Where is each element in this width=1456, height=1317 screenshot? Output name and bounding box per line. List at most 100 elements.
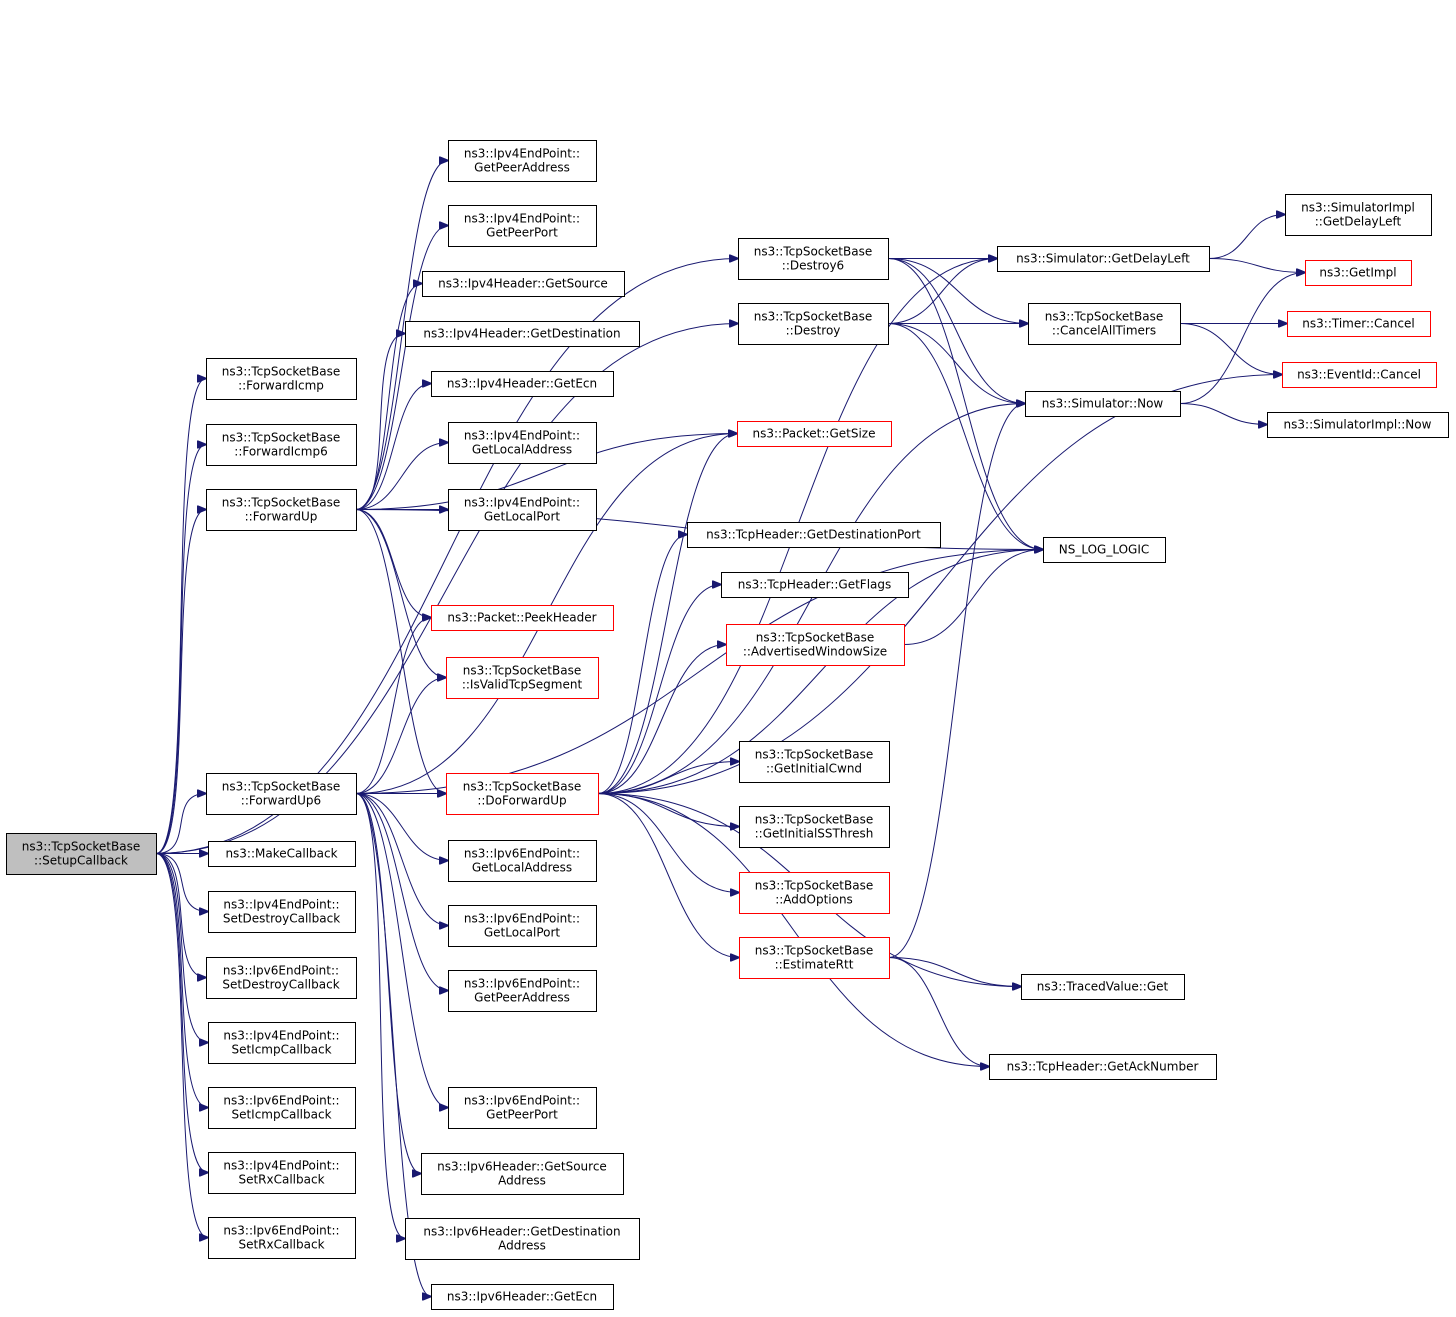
node-v6peeraddr[interactable]: ns3::Ipv6EndPoint::GetPeerAddress	[448, 970, 597, 1012]
node-box	[208, 1217, 356, 1259]
node-label: ns3::MakeCallback	[225, 847, 337, 861]
node-getack[interactable]: ns3::TcpHeader::GetAckNumber	[989, 1054, 1217, 1080]
node-label: GetPeerAddress	[474, 161, 570, 175]
node-v4peerport[interactable]: ns3::Ipv4EndPoint::GetPeerPort	[448, 205, 597, 247]
node-label: NS_LOG_LOGIC	[1059, 543, 1150, 557]
node-label: ns3::TcpSocketBase	[754, 245, 872, 259]
node-label: ns3::TcpSocketBase	[222, 431, 340, 445]
node-v4hecn[interactable]: ns3::Ipv4Header::GetEcn	[431, 371, 614, 397]
node-v6hecn[interactable]: ns3::Ipv6Header::GetEcn	[431, 1284, 614, 1310]
node-initssth[interactable]: ns3::TcpSocketBase::GetInitialSSThresh	[739, 806, 890, 848]
node-label: ns3::TcpSocketBase	[755, 879, 873, 893]
node-tracedget[interactable]: ns3::TracedValue::Get	[1021, 974, 1185, 1000]
node-v6localport[interactable]: ns3::Ipv6EndPoint::GetLocalPort	[448, 905, 597, 947]
node-eventcancel[interactable]: ns3::EventId::Cancel	[1282, 362, 1437, 388]
node-label: ns3::Timer::Cancel	[1302, 317, 1414, 331]
node-box	[446, 773, 599, 815]
node-initcwnd[interactable]: ns3::TcpSocketBase::GetInitialCwnd	[739, 741, 890, 783]
node-addopts[interactable]: ns3::TcpSocketBase::AddOptions	[739, 872, 890, 914]
node-box	[422, 271, 625, 297]
node-v6seticmp[interactable]: ns3::Ipv6EndPoint::SetIcmpCallback	[208, 1087, 356, 1129]
node-cancelall[interactable]: ns3::TcpSocketBase::CancelAllTimers	[1028, 303, 1181, 345]
node-v4hdest[interactable]: ns3::Ipv4Header::GetDestination	[405, 321, 640, 347]
node-label: SetRxCallback	[238, 1238, 324, 1252]
node-label: ns3::Ipv4EndPoint::	[223, 1029, 339, 1043]
node-label: GetLocalAddress	[472, 861, 572, 875]
node-doforward[interactable]: ns3::TcpSocketBase::DoForwardUp	[446, 773, 599, 815]
node-estrtt[interactable]: ns3::TcpSocketBase::EstimateRtt	[739, 937, 890, 979]
edge-fwdup6-to-v6hsource	[355, 793, 421, 1174]
node-label: ns3::TcpSocketBase	[463, 780, 581, 794]
node-v4setrx[interactable]: ns3::Ipv4EndPoint::SetRxCallback	[208, 1152, 356, 1194]
node-box	[1282, 362, 1437, 388]
node-v4seticmp[interactable]: ns3::Ipv4EndPoint::SetIcmpCallback	[208, 1022, 356, 1064]
edge-fwdup6-to-v6localaddr	[355, 793, 448, 861]
edge-fwdup-to-isvalid	[355, 509, 446, 678]
node-box	[431, 605, 614, 631]
node-fwdicmp6[interactable]: ns3::TcpSocketBase::ForwardIcmp6	[206, 424, 357, 466]
node-label: ::IsValidTcpSegment	[462, 678, 583, 692]
node-label: ns3::Simulator::Now	[1042, 397, 1164, 411]
node-label: ns3::Ipv4EndPoint::	[464, 147, 580, 161]
node-getdestport[interactable]: ns3::TcpHeader::GetDestinationPort	[687, 522, 941, 548]
node-box	[1287, 311, 1431, 337]
node-implgetdelay[interactable]: ns3::SimulatorImpl::GetDelayLeft	[1285, 194, 1432, 236]
node-timercancel[interactable]: ns3::Timer::Cancel	[1287, 311, 1431, 337]
node-v4hsource[interactable]: ns3::Ipv4Header::GetSource	[422, 271, 625, 297]
node-v6peerport[interactable]: ns3::Ipv6EndPoint::GetPeerPort	[448, 1087, 597, 1129]
edge-setup-to-fwdup6	[155, 794, 206, 854]
node-v4setdestroy[interactable]: ns3::Ipv4EndPoint::SetDestroyCallback	[208, 891, 356, 933]
node-label: ns3::Ipv4EndPoint::	[464, 496, 580, 510]
node-nslog[interactable]: NS_LOG_LOGIC	[1043, 537, 1166, 563]
node-setup[interactable]: ns3::TcpSocketBase::SetupCallback	[6, 833, 157, 875]
edge-estrtt-to-getack	[888, 957, 989, 1067]
node-label: Address	[498, 1239, 546, 1253]
edge-getdelayleft-to-implgetdelay	[1208, 215, 1285, 259]
node-label: ns3::Ipv6Header::GetDestination	[423, 1225, 620, 1239]
node-box	[739, 741, 890, 783]
node-advwin[interactable]: ns3::TcpSocketBase::AdvertisedWindowSize	[726, 624, 905, 666]
node-box	[739, 937, 890, 979]
edge-doforward-to-nslog	[597, 550, 1043, 794]
node-fwdicmp[interactable]: ns3::TcpSocketBase::ForwardIcmp	[206, 358, 357, 400]
edge-destroy6-to-nslog	[887, 258, 1043, 550]
edge-setup-to-destroy6	[155, 259, 738, 854]
node-destroy[interactable]: ns3::TcpSocketBase::Destroy	[738, 303, 889, 345]
node-v4peeraddr[interactable]: ns3::Ipv4EndPoint::GetPeerAddress	[448, 140, 597, 182]
node-v6setdestroy[interactable]: ns3::Ipv6EndPoint::SetDestroyCallback	[206, 957, 357, 999]
node-label: GetLocalPort	[484, 510, 561, 524]
node-simnow[interactable]: ns3::Simulator::Now	[1025, 391, 1181, 417]
node-label: ::ForwardIcmp	[238, 379, 324, 393]
node-v4localport[interactable]: ns3::Ipv4EndPoint::GetLocalPort	[448, 489, 597, 531]
node-v6setrx[interactable]: ns3::Ipv6EndPoint::SetRxCallback	[208, 1217, 356, 1259]
edge-doforward-to-getack	[597, 793, 989, 1067]
node-label: ns3::TcpSocketBase	[222, 365, 340, 379]
node-destroy6[interactable]: ns3::TcpSocketBase::Destroy6	[738, 238, 889, 280]
node-box	[405, 321, 640, 347]
node-fwdup6[interactable]: ns3::TcpSocketBase::ForwardUp6	[206, 773, 357, 815]
node-label: ::EstimateRtt	[775, 958, 854, 972]
node-box	[206, 358, 357, 400]
node-getdelayleft[interactable]: ns3::Simulator::GetDelayLeft	[997, 246, 1210, 272]
node-fwdup[interactable]: ns3::TcpSocketBase::ForwardUp	[206, 489, 357, 531]
node-peekheader[interactable]: ns3::Packet::PeekHeader	[431, 605, 614, 631]
edge-doforward-to-estrtt	[597, 793, 739, 958]
node-box	[448, 205, 597, 247]
node-getsize[interactable]: ns3::Packet::GetSize	[737, 421, 892, 447]
node-label: ns3::Packet::GetSize	[753, 427, 876, 441]
node-v4localaddr[interactable]: ns3::Ipv4EndPoint::GetLocalAddress	[448, 422, 597, 464]
node-getflags[interactable]: ns3::TcpHeader::GetFlags	[721, 572, 909, 598]
node-getimpl[interactable]: ns3::GetImpl	[1305, 260, 1412, 286]
node-label: GetPeerPort	[486, 226, 558, 240]
node-label: ns3::TcpSocketBase	[463, 664, 581, 678]
node-label: ns3::GetImpl	[1319, 266, 1396, 280]
edge-estrtt-to-simnow	[888, 404, 1025, 958]
node-v6localaddr[interactable]: ns3::Ipv6EndPoint::GetLocalAddress	[448, 840, 597, 882]
edge-doforward-to-advwin	[597, 645, 726, 794]
node-isvalid[interactable]: ns3::TcpSocketBase::IsValidTcpSegment	[446, 657, 599, 699]
node-implnow[interactable]: ns3::SimulatorImpl::Now	[1267, 412, 1449, 438]
edge-setup-to-v4seticmp	[155, 853, 208, 1043]
node-makecb[interactable]: ns3::MakeCallback	[208, 841, 356, 867]
